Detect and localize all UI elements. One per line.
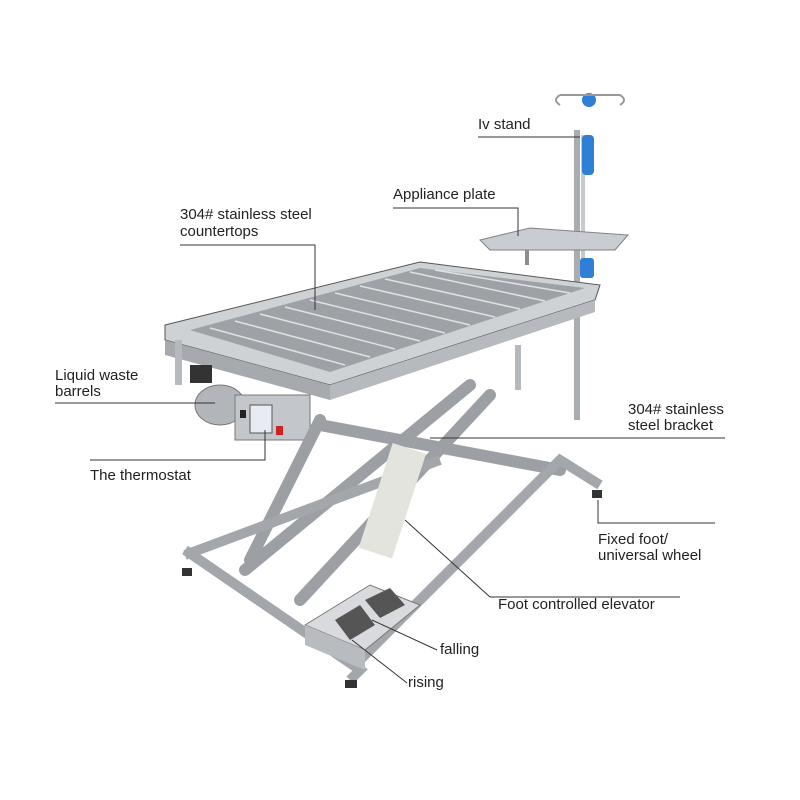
label-falling: falling (440, 641, 480, 658)
label-iv-stand: Iv stand (478, 116, 531, 133)
label-rising: rising (408, 674, 444, 691)
label-waste-line1: Liquid waste (55, 367, 139, 384)
label-waste-line2: barrels (55, 383, 101, 400)
label-thermostat: The thermostat (90, 467, 191, 484)
leader-lines (55, 136, 725, 684)
iv-stand (555, 93, 625, 420)
waste-barrel (190, 365, 246, 426)
table-legs (175, 340, 521, 390)
foot-pedal (303, 584, 421, 670)
elevator-actuator (358, 443, 427, 559)
appliance-plate (479, 227, 630, 265)
label-bracket-line1: 304# stainless (628, 401, 724, 418)
table-top (164, 261, 601, 400)
label-elevator: Foot controlled elevator (498, 596, 655, 613)
label-bracket-line2: steel bracket (628, 417, 714, 434)
label-countertops-line2: countertops (180, 223, 259, 240)
thermostat-box (234, 394, 311, 441)
label-countertops-line1: 304# stainless steel (180, 206, 312, 223)
feet (182, 490, 602, 688)
label-appliance-plate: Appliance plate (393, 186, 496, 203)
label-foot-line1: Fixed foot/ (598, 531, 669, 548)
label-foot-line2: universal wheel (598, 547, 702, 564)
